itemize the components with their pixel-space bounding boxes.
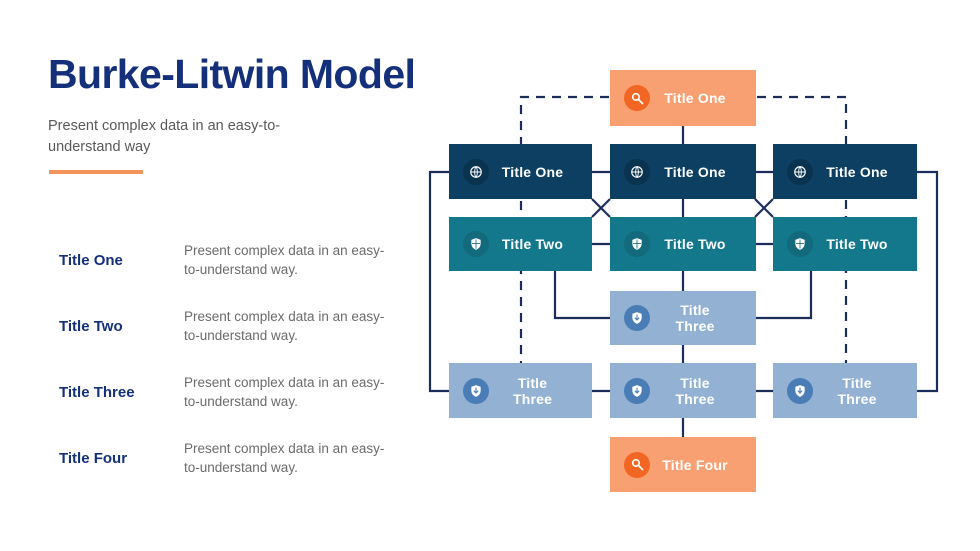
- node-label: Title Two: [826, 236, 888, 252]
- node-label: Title One: [664, 163, 726, 180]
- shield-down-icon: [624, 305, 650, 331]
- node-r1c1-title-one[interactable]: Title One: [449, 144, 592, 199]
- node-bottom-title-four[interactable]: Title Four: [610, 437, 756, 492]
- connector-dashed-right: [757, 95, 848, 363]
- node-mid-title-three[interactable]: Title Three: [610, 291, 756, 345]
- page-title: Burke-Litwin Model: [48, 51, 416, 97]
- node-r3c1-title-three[interactable]: Title Three: [449, 363, 592, 418]
- node-r3c3-title-three[interactable]: Title Three: [773, 363, 917, 418]
- node-label: Title Three: [837, 374, 877, 407]
- legend-label: Title One: [59, 252, 123, 269]
- node-r2c3-title-two[interactable]: Title Two: [773, 217, 917, 271]
- legend-description: Present complex data in an easy-to-under…: [184, 243, 385, 277]
- node-top-title-one[interactable]: Title One: [610, 70, 756, 126]
- legend-description: Present complex data in an easy-to-under…: [184, 309, 385, 343]
- connector-dashed-left: [519, 95, 609, 363]
- shield-down-icon: [624, 377, 650, 404]
- globe-icon: [787, 158, 813, 185]
- shield-down-icon: [463, 377, 489, 404]
- node-label: Title Three: [512, 374, 553, 407]
- connector-cross-right-b: [754, 198, 774, 218]
- shield-down-icon: [787, 377, 813, 404]
- shield-icon: [624, 231, 650, 257]
- node-label: Title Two: [664, 236, 726, 252]
- connector-r2c1-mid: [553, 271, 610, 320]
- node-r2c1-title-two[interactable]: Title Two: [449, 217, 592, 271]
- connector-outer-right-loop: [917, 170, 939, 393]
- legend-item-3: Title Three Present complex data in an e…: [48, 370, 448, 428]
- node-label: Title One: [664, 90, 726, 106]
- legend-description: Present complex data in an easy-to-under…: [184, 375, 385, 409]
- node-label: Title Three: [675, 302, 715, 334]
- shield-icon: [463, 231, 489, 257]
- globe-icon: [463, 158, 489, 185]
- node-label: Title Three: [675, 374, 715, 407]
- legend-item-4: Title Four Present complex data in an ea…: [48, 436, 448, 494]
- globe-icon: [624, 158, 650, 185]
- page-subtitle: Present complex data in an easy-to-under…: [48, 118, 281, 155]
- magnifier-icon: [624, 85, 650, 111]
- legend-label: Title Four: [59, 450, 128, 467]
- magnifier-icon: [624, 451, 650, 478]
- node-r1c2-title-one[interactable]: Title One: [610, 144, 756, 199]
- legend-description: Present complex data in an easy-to-under…: [184, 441, 385, 475]
- connector-outer-left-loop: [428, 170, 449, 393]
- connector-cross-left-b: [591, 198, 611, 218]
- node-r1c3-title-one[interactable]: Title One: [773, 144, 917, 199]
- node-label: Title One: [501, 163, 564, 180]
- title-underline-rule: [49, 170, 143, 174]
- shield-icon: [787, 231, 813, 257]
- node-r3c2-title-three[interactable]: Title Three: [610, 363, 756, 418]
- legend-label: Title Three: [59, 384, 135, 401]
- legend-item-2: Title Two Present complex data in an eas…: [48, 304, 448, 362]
- legend-item-1: Title One Present complex data in an eas…: [48, 238, 448, 296]
- node-label: Title Two: [501, 236, 564, 252]
- legend-label: Title Two: [59, 318, 123, 335]
- connector-r2c3-mid: [755, 271, 813, 320]
- node-label: Title Four: [662, 456, 728, 473]
- node-label: Title One: [826, 163, 888, 180]
- node-r2c2-title-two[interactable]: Title Two: [610, 217, 756, 271]
